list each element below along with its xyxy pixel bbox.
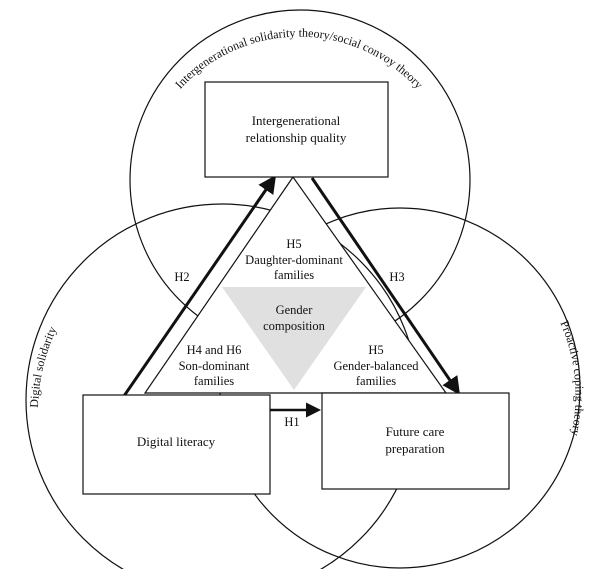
triangle-left-hypothesis: H4 and H6 xyxy=(187,343,242,357)
triangle-top-label-line2: families xyxy=(274,268,314,282)
arrow-h1-label: H1 xyxy=(284,415,299,429)
theory-label-left: Digital solidarity xyxy=(27,324,59,408)
box-digital-literacy-label: Digital literacy xyxy=(137,434,216,449)
box-relationship-quality-line2: relationship quality xyxy=(246,130,347,145)
box-future-care-line2: preparation xyxy=(385,441,445,456)
arrow-h2-label: H2 xyxy=(174,270,189,284)
box-relationship-quality-line1: Intergenerational xyxy=(252,113,341,128)
triangle-left-label-line2: families xyxy=(194,374,234,388)
gender-composition-triangle xyxy=(143,175,448,394)
box-relationship-quality xyxy=(204,81,389,178)
arrow-h3 xyxy=(310,177,461,395)
triangle-left-label-line1: Son-dominant xyxy=(179,359,250,373)
box-future-care-line1: Future care xyxy=(386,424,445,439)
triangle-right-label-line1: Gender-balanced xyxy=(333,359,419,373)
triangle-right-hypothesis: H5 xyxy=(368,343,383,357)
gender-composition-line1: Gender xyxy=(276,303,314,317)
box-future-care-preparation xyxy=(321,392,510,490)
gender-composition-shade xyxy=(222,287,366,390)
arrow-h3-label: H3 xyxy=(389,270,404,284)
arrow-h2 xyxy=(122,175,277,397)
triangle-top-hypothesis: H5 xyxy=(286,237,301,251)
triangle-top-label-line1: Daughter-dominant xyxy=(245,253,343,267)
triangle-right-label-line2: families xyxy=(356,374,396,388)
gender-composition-line2: composition xyxy=(263,319,326,333)
box-digital-literacy xyxy=(82,394,271,495)
